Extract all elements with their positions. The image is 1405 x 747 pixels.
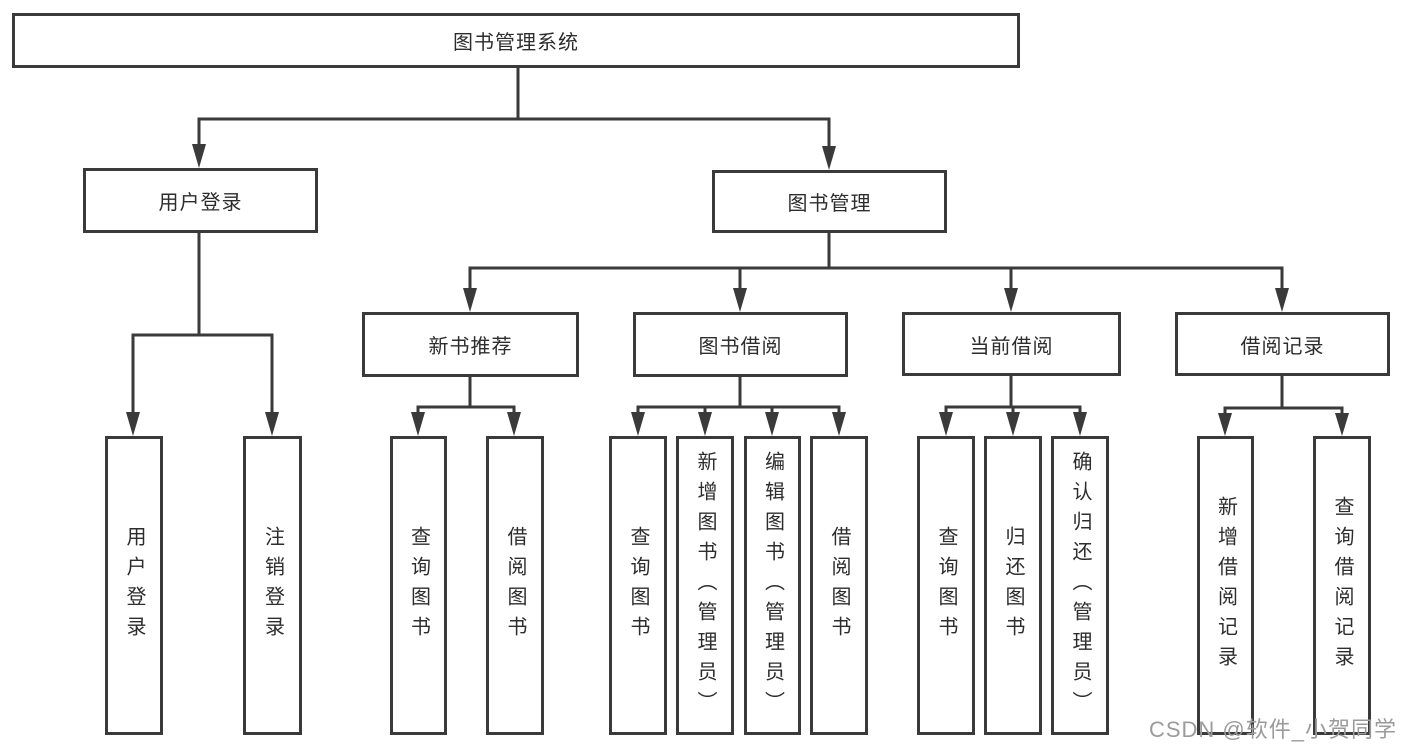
connector-book-borrow-children [631, 375, 846, 436]
connector-borrow-records-children [1218, 374, 1349, 436]
leaf-add-borrow-record: 新增借阅记录 [1197, 436, 1254, 735]
connector-root-to-level2 [192, 66, 836, 170]
connector-user-login-children [126, 231, 279, 436]
connector-book-management-children [463, 231, 1289, 312]
leaf-add-books-admin: 新增图书（管理员） [676, 436, 734, 735]
leaf-user-login: 用户登录 [105, 436, 163, 735]
node-new-books: 新书推荐 [362, 312, 579, 377]
connector-current-borrow-children [939, 374, 1087, 436]
node-root: 图书管理系统 [12, 13, 1020, 68]
leaf-query-books-borrow: 查询图书 [609, 436, 667, 735]
node-current-borrow: 当前借阅 [902, 312, 1121, 376]
leaf-return-books: 归还图书 [984, 436, 1042, 735]
node-book-borrow: 图书借阅 [633, 312, 848, 377]
node-book-management: 图书管理 [712, 170, 947, 233]
node-user-login: 用户登录 [83, 168, 318, 233]
leaf-borrow-books: 借阅图书 [810, 436, 868, 735]
leaf-query-borrow-record: 查询借阅记录 [1313, 436, 1371, 735]
csdn-watermark: CSDN @软件_小贺同学 [1148, 717, 1397, 742]
leaf-query-books-current: 查询图书 [917, 436, 975, 735]
leaf-edit-books-admin: 编辑图书（管理员） [744, 436, 801, 735]
connector-new-books-children [411, 375, 521, 436]
leaf-confirm-return-admin: 确认归还（管理员） [1051, 436, 1109, 735]
leaf-query-books-recommend: 查询图书 [390, 436, 447, 735]
leaf-borrow-books-recommend: 借阅图书 [486, 436, 544, 735]
leaf-logout: 注销登录 [243, 436, 302, 735]
node-borrow-records: 借阅记录 [1175, 312, 1390, 376]
